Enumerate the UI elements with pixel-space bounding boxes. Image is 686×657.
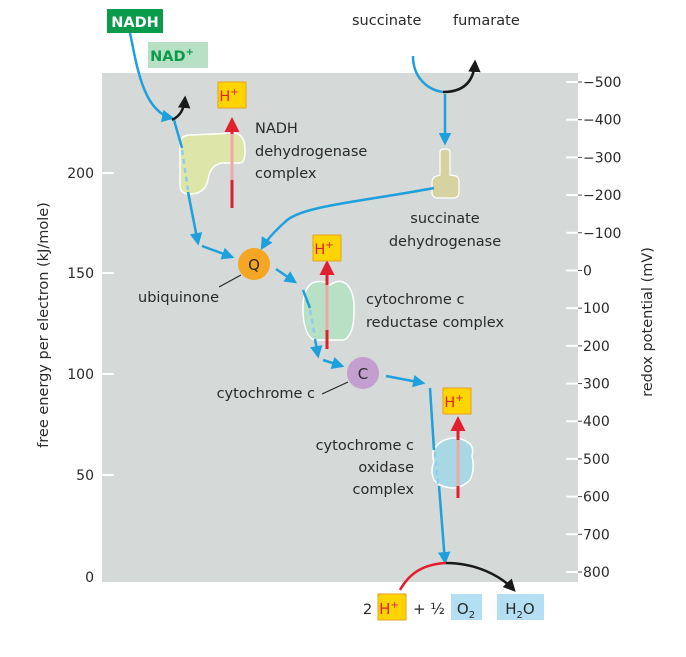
ubiquinone-carrier: [238, 248, 270, 280]
electron-path: [385, 374, 426, 388]
left-axis: 200 150 100 50 0 free energy per electro…: [36, 166, 114, 586]
right-axis: −500 −400 −300 −200 −100 0 100 200 300 400 500 600 7…: [566, 75, 621, 581]
electron-path: [322, 357, 345, 369]
electron-path-internal: [180, 149, 190, 191]
water-label: H2O: [505, 600, 534, 621]
fumarate-arrow: [442, 59, 481, 94]
left-axis-title: free energy per electron (kJ/mole): [36, 202, 52, 448]
fumarate-label: fumarate: [453, 13, 520, 29]
right-tick-label: −100: [583, 226, 621, 242]
half-oxygen-coefficient: + ½: [413, 600, 445, 618]
succinate-dehydrogenase-label: dehydrogenase: [389, 234, 501, 250]
electron-path: [201, 244, 235, 260]
nadh-box: [107, 9, 163, 33]
right-tick-label: 300: [583, 377, 610, 393]
right-tick-label: 100: [583, 301, 610, 317]
cytochrome-c-label: cytochrome c: [217, 386, 315, 402]
cytochrome-reductase-label: cytochrome c: [366, 292, 464, 308]
nadh-electron-arrow: [128, 32, 175, 123]
proton-label: H+: [314, 240, 333, 258]
cytochrome-oxidase-label: oxidase: [358, 460, 414, 476]
right-tick-label: 0: [583, 263, 592, 279]
electron-path-internal: [308, 309, 317, 338]
electron-path: [275, 267, 298, 284]
ubiquinone-symbol: Q: [248, 256, 260, 274]
succinate-label: succinate: [352, 13, 421, 29]
proton-consumption-arc: [398, 561, 447, 591]
right-tick-label: 600: [583, 490, 610, 506]
nadh-dehydrogenase-label: complex: [255, 166, 317, 182]
right-tick-label: 800: [583, 565, 610, 581]
proton-label: H+: [379, 600, 399, 618]
proton-box: [377, 593, 407, 621]
right-tick-label: −200: [583, 188, 621, 204]
cytochrome-c-carrier: [347, 357, 379, 389]
electron-path: [428, 387, 436, 451]
proton-coefficient: 2: [363, 602, 372, 618]
proton-label: H+: [444, 393, 463, 411]
nad-plus-box: [148, 42, 208, 68]
cytochrome-c-symbol: C: [358, 365, 368, 383]
right-tick-label: 400: [583, 414, 610, 430]
nadh-label: NADH: [111, 15, 159, 31]
right-tick-label: −300: [583, 150, 621, 166]
right-tick-label: 200: [583, 339, 610, 355]
nad-plus-label: NAD+: [150, 47, 194, 65]
proton-label: H+: [219, 87, 238, 105]
right-tick-label: −500: [583, 75, 621, 91]
nadh-dehydrogenase-label: dehydrogenase: [255, 144, 367, 160]
right-tick-label: 500: [583, 452, 610, 468]
nadh-dehydrogenase-label: NADH: [255, 121, 298, 137]
nadh-dehydrogenase-shape: [179, 132, 246, 195]
water-box: [497, 594, 544, 620]
right-axis-title: redox potential (mV): [640, 247, 656, 397]
left-tick-label: 0: [85, 570, 94, 586]
succinate-arrow: [411, 55, 444, 94]
right-tick-label: 700: [583, 527, 610, 543]
cytochrome-c-leader-line: [321, 381, 349, 395]
succinate-dehydrogenase-label: succinate: [410, 211, 479, 227]
cytochrome-oxidase-label: complex: [353, 482, 415, 498]
proton-box: [442, 387, 472, 415]
proton-box: [312, 234, 342, 262]
electron-path: [310, 338, 323, 359]
succinate-dehydrogenase-shape: [431, 148, 460, 199]
electron-path: [437, 485, 451, 565]
left-tick-label: 100: [67, 367, 94, 383]
oxygen-label: O2: [457, 600, 475, 621]
ubiquinone-label: ubiquinone: [138, 290, 219, 306]
nad-release-arrow: [171, 95, 191, 122]
ubiquinone-leader-line: [218, 274, 242, 288]
cytochrome-reductase-label: reductase complex: [366, 315, 504, 331]
electron-path: [186, 191, 203, 246]
electron-path: [301, 289, 312, 309]
left-tick-label: 150: [67, 266, 94, 282]
left-tick-label: 50: [76, 468, 94, 484]
succinate-to-q-arrow: [260, 186, 435, 251]
cytochrome-oxidase-label: cytochrome c: [316, 438, 414, 454]
electron-path: [172, 119, 184, 149]
left-tick-label: 200: [67, 166, 94, 182]
water-formation-arc: [445, 561, 516, 592]
oxygen-box: [451, 594, 482, 620]
right-tick-label: −400: [583, 113, 621, 129]
proton-box: [217, 81, 247, 109]
